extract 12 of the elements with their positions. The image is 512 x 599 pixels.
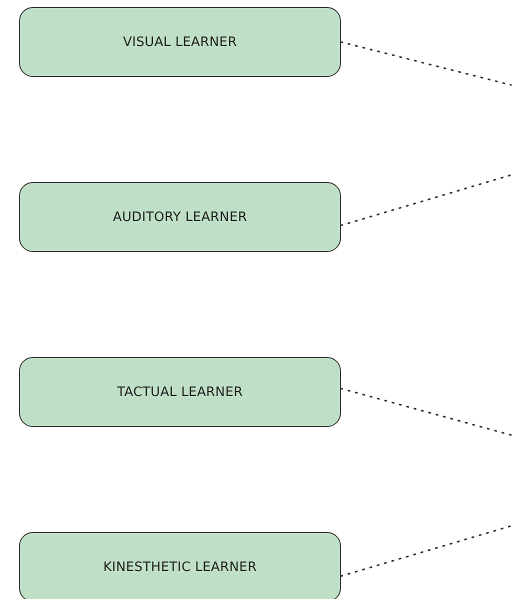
- learner-box: [19, 182, 341, 252]
- dotted-connector: [340, 525, 512, 577]
- dotted-connector: [340, 174, 512, 226]
- learner-box: [19, 7, 341, 77]
- learner-box: [19, 357, 341, 427]
- learner-box: [19, 532, 341, 599]
- node-label: KINESTHETIC LEARNER: [103, 560, 257, 574]
- node-label: AUDITORY LEARNER: [112, 210, 248, 224]
- dotted-connector: [340, 388, 512, 436]
- node-label: TACTUAL LEARNER: [117, 384, 243, 400]
- dotted-connector: [340, 41, 512, 86]
- node-label: VISUAL LEARNER: [123, 34, 237, 50]
